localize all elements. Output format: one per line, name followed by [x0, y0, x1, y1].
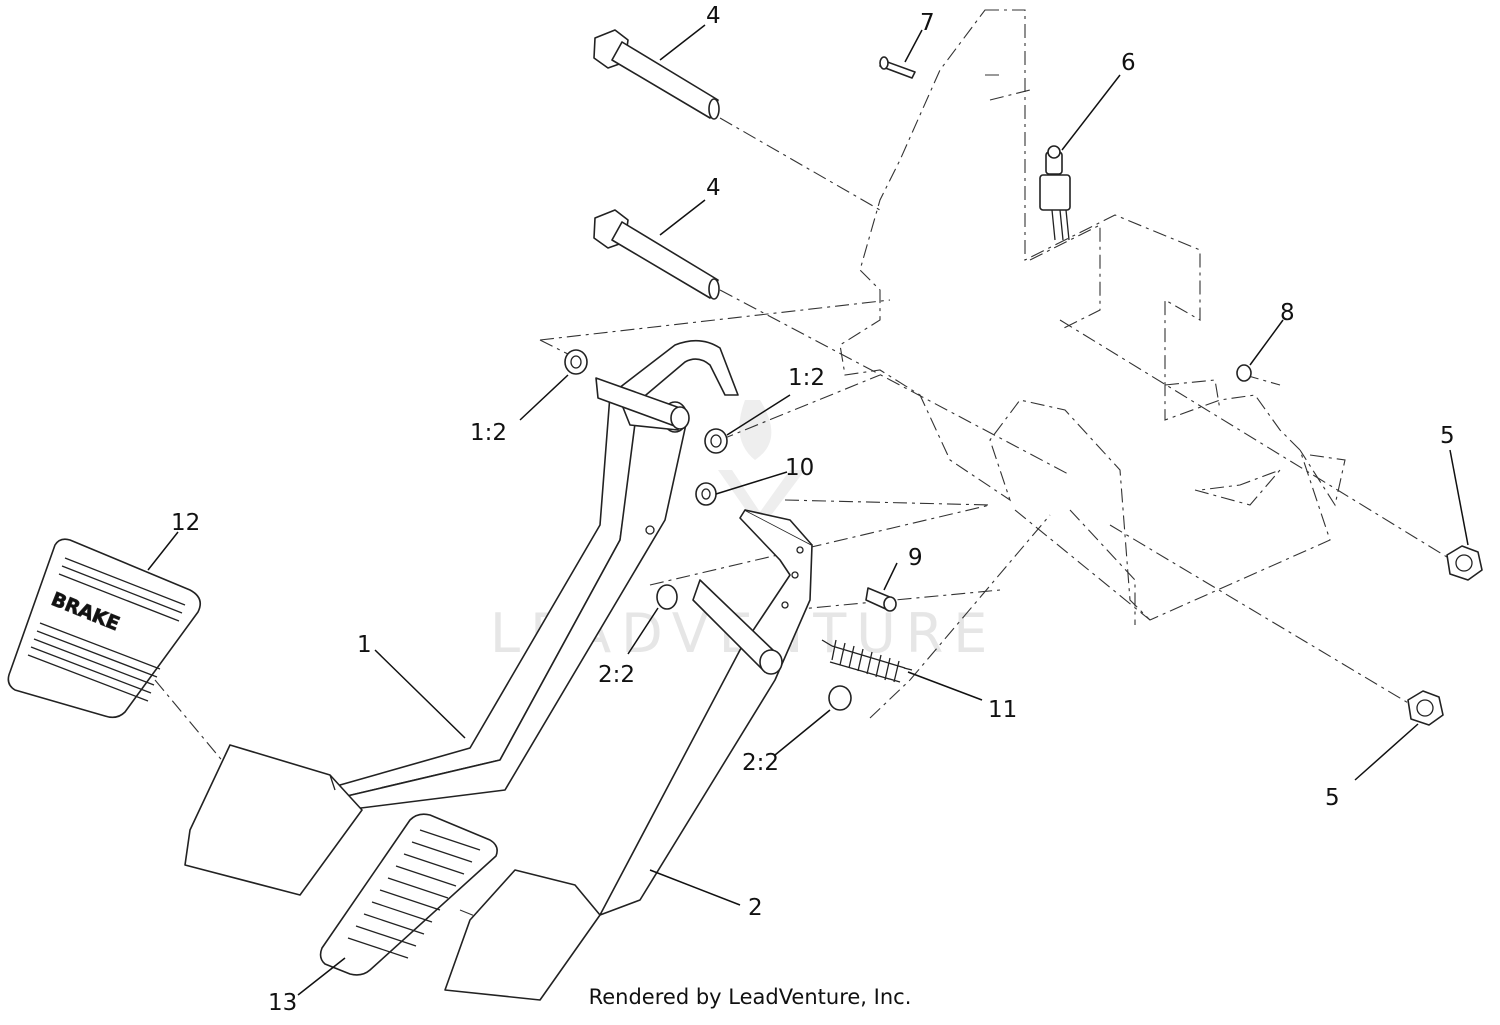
bushing-1-2-left [564, 349, 588, 375]
callout-7: 7 [920, 10, 935, 36]
credit-line: Rendered by LeadVenture, Inc. [0, 985, 1500, 1009]
callout-1: 1 [357, 632, 372, 658]
flange-nut-lower [1407, 690, 1444, 726]
callout-1-2-left: 1:2 [470, 420, 507, 446]
bushing-2-2-lower [828, 685, 852, 711]
callout-11: 11 [988, 697, 1017, 723]
callout-4-upper: 4 [706, 3, 721, 29]
spacer-tube-lower [692, 579, 783, 675]
callout-2-2-lower: 2:2 [742, 750, 779, 776]
lock-nut [695, 482, 717, 506]
drive-pedal-foot [444, 869, 601, 1001]
callout-10: 10 [785, 455, 814, 481]
bolt-lower [593, 209, 720, 300]
alignment-lines [154, 117, 1461, 931]
switch [1039, 145, 1071, 241]
credit-text: Rendered by LeadVenture, Inc. [588, 985, 912, 1009]
callout-6: 6 [1121, 50, 1136, 76]
callout-2-2-upper: 2:2 [598, 662, 635, 688]
leader-lines [147, 24, 1469, 996]
pin [879, 56, 916, 79]
callout-labels: 4 4 7 6 8 5 5 1:2 1:2 10 9 12 1 2:2 11 2… [171, 3, 1455, 1016]
brake-pedal-foot [184, 744, 363, 896]
bushing-2-2-upper [656, 584, 678, 610]
bolt-upper [593, 29, 720, 120]
shoulder-bolt [865, 587, 897, 612]
small-nut [1236, 364, 1252, 382]
callout-8: 8 [1280, 300, 1295, 326]
callout-13: 13 [268, 990, 297, 1016]
callout-9: 9 [908, 545, 923, 571]
frame-bracket [839, 9, 1346, 625]
callout-1-2-right: 1:2 [788, 365, 825, 391]
spacer-tube-upper [595, 377, 690, 430]
drive-pedal-pad [319, 813, 498, 976]
spring [821, 639, 913, 683]
callout-5-upper: 5 [1440, 423, 1455, 449]
callout-12: 12 [171, 510, 200, 536]
callout-4-lower: 4 [706, 175, 721, 201]
callout-5-lower: 5 [1325, 785, 1340, 811]
bushing-1-2-right [704, 428, 728, 454]
callout-2: 2 [748, 895, 763, 921]
brake-pad: BRAKE [7, 538, 201, 719]
flange-nut-upper [1446, 545, 1483, 581]
drive-pedal-arm [599, 509, 813, 916]
